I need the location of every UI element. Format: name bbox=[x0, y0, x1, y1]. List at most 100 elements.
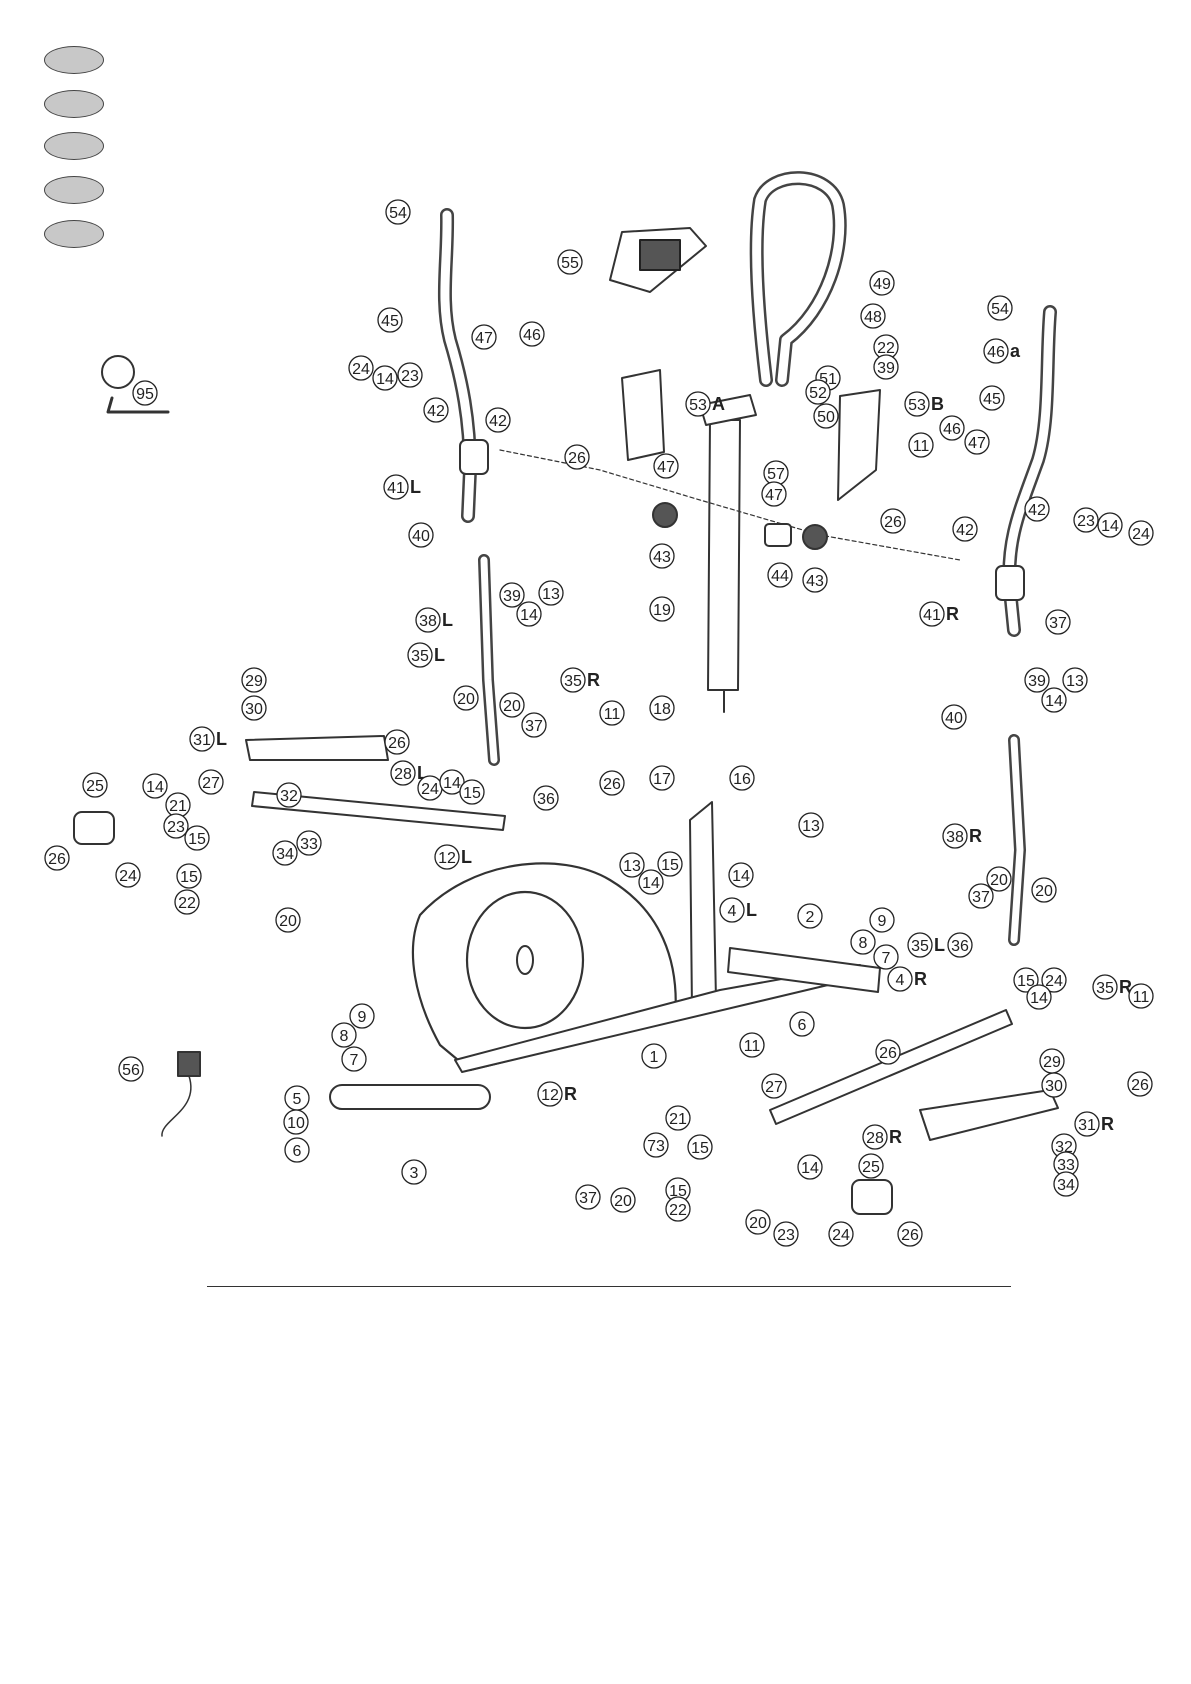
part-callout-8: 8 bbox=[331, 1022, 357, 1048]
callout-circle bbox=[869, 907, 895, 933]
callout-circle bbox=[1074, 1111, 1100, 1137]
callout-number: 21 bbox=[169, 798, 187, 815]
part-callout-14: 14 bbox=[439, 769, 465, 795]
callout-number: 14 bbox=[642, 875, 660, 892]
callout-number: 47 bbox=[475, 330, 493, 347]
callout-number: 11 bbox=[604, 706, 621, 723]
callout-number: 46 bbox=[523, 327, 541, 344]
callout-number: 26 bbox=[884, 514, 902, 531]
callout-number: 37 bbox=[525, 718, 543, 735]
callout-number: 17 bbox=[653, 771, 671, 788]
callout-circle bbox=[44, 845, 70, 871]
part-callout-13: 13 bbox=[1062, 667, 1088, 693]
callout-circle bbox=[276, 782, 302, 808]
callout-circle bbox=[939, 415, 965, 441]
part-callout-24: 24 bbox=[115, 862, 141, 888]
part-callout-30: 30 bbox=[241, 695, 267, 721]
part-callout-14: 14 bbox=[1041, 687, 1067, 713]
part-callout-16: 16 bbox=[729, 765, 755, 791]
callout-circle bbox=[964, 429, 990, 455]
part-callout-37: 37 bbox=[1045, 609, 1071, 635]
callout-circle bbox=[745, 1209, 771, 1235]
callout-number: 38 bbox=[419, 613, 437, 630]
callout-circle bbox=[687, 1134, 713, 1160]
callout-number: 24 bbox=[421, 781, 439, 798]
callout-circle bbox=[979, 385, 1005, 411]
part-callout-29: 29 bbox=[241, 667, 267, 693]
callout-number: 6 bbox=[798, 1017, 807, 1034]
callout-number: 36 bbox=[537, 791, 555, 808]
part-callout-23: 23 bbox=[773, 1221, 799, 1247]
callout-circle bbox=[1031, 877, 1057, 903]
part-callout-23: 23 bbox=[397, 362, 423, 388]
callout-circle bbox=[860, 303, 886, 329]
part-callout-15: 15 bbox=[459, 779, 485, 805]
callout-number: 73 bbox=[647, 1138, 665, 1155]
part-callout-15: 15 bbox=[1013, 967, 1039, 993]
part-callout-15: 15 bbox=[184, 825, 210, 851]
part-callout-20: 20 bbox=[453, 685, 479, 711]
callout-number: 46 bbox=[943, 421, 961, 438]
callout-circle bbox=[1024, 496, 1050, 522]
callout-circle bbox=[533, 785, 559, 811]
callout-number: 39 bbox=[1028, 673, 1046, 690]
callout-circle bbox=[485, 407, 511, 433]
callout-circle bbox=[941, 704, 967, 730]
callout-circle bbox=[657, 851, 683, 877]
callout-circle bbox=[575, 1184, 601, 1210]
language-oval bbox=[44, 90, 104, 118]
callout-number: 8 bbox=[859, 935, 868, 952]
part-callout-20: 20 bbox=[986, 866, 1012, 892]
part-callout-14: 14 bbox=[1097, 512, 1123, 538]
callout-number: 15 bbox=[661, 857, 679, 874]
callout-circle bbox=[813, 403, 839, 429]
callout-circle bbox=[873, 944, 899, 970]
callout-number: 14 bbox=[376, 371, 394, 388]
callout-number: 53 bbox=[689, 397, 707, 414]
callout-circle bbox=[1097, 512, 1123, 538]
callout-suffix: L bbox=[461, 847, 472, 867]
callout-circle bbox=[538, 580, 564, 606]
callout-number: 29 bbox=[245, 673, 263, 690]
callout-circle bbox=[599, 770, 625, 796]
callout-circle bbox=[641, 1043, 667, 1069]
callout-circle bbox=[805, 379, 831, 405]
callout-circle bbox=[384, 729, 410, 755]
callout-number: 35 bbox=[564, 673, 582, 690]
callout-circle bbox=[862, 1124, 888, 1150]
part-callout-13: 13 bbox=[619, 852, 645, 878]
callout-number: 28 bbox=[394, 766, 412, 783]
callout-circle bbox=[1062, 667, 1088, 693]
callout-number: 24 bbox=[832, 1227, 850, 1244]
part-callout-7: 7 bbox=[341, 1046, 367, 1072]
callout-circle bbox=[797, 1154, 823, 1180]
callout-number: 15 bbox=[463, 785, 481, 802]
part-callout-37: 37 bbox=[575, 1184, 601, 1210]
callout-circle bbox=[283, 1109, 309, 1135]
callout-number: 25 bbox=[86, 778, 104, 795]
callout-circle bbox=[341, 1046, 367, 1072]
callout-suffix: L bbox=[746, 900, 757, 920]
part-callout-43: 43 bbox=[802, 567, 828, 593]
callout-circle bbox=[665, 1196, 691, 1222]
parts-line-art bbox=[73, 171, 1059, 1215]
callout-circle bbox=[241, 695, 267, 721]
part-callout-26: 26 bbox=[599, 770, 625, 796]
callout-number: 14 bbox=[732, 868, 750, 885]
part-callout-32: 32 bbox=[276, 782, 302, 808]
callout-number: 23 bbox=[167, 819, 185, 836]
callout-circle bbox=[789, 1011, 815, 1037]
callout-suffix: R bbox=[946, 604, 959, 624]
callout-circle bbox=[1092, 974, 1118, 1000]
callout-number: 8 bbox=[340, 1028, 349, 1045]
callout-circle bbox=[423, 397, 449, 423]
callout-number: 20 bbox=[614, 1193, 632, 1210]
callout-circle bbox=[516, 601, 542, 627]
callout-number: 39 bbox=[503, 588, 521, 605]
callout-circle bbox=[401, 1159, 427, 1185]
callout-circle bbox=[719, 897, 745, 923]
callout-circle bbox=[761, 1073, 787, 1099]
